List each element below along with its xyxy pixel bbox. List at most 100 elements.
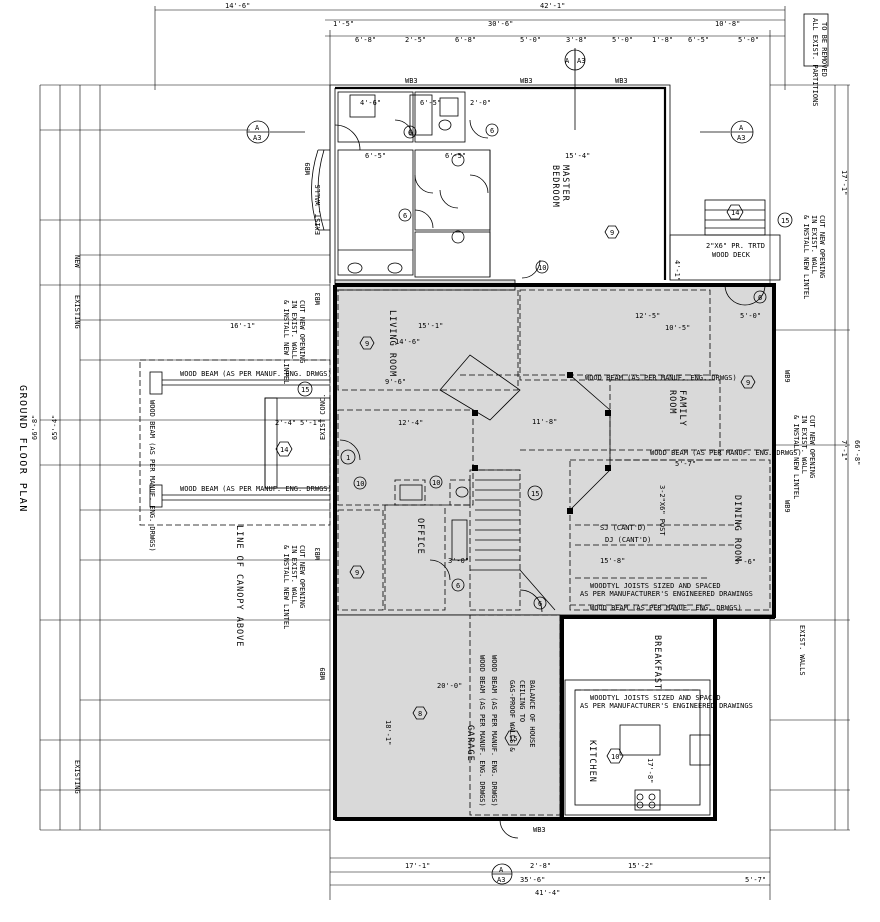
room-names: MASTER BEDROOM LIVING ROOM FAMILY ROOM D… <box>387 165 742 783</box>
marker-1-entry: 1 <box>346 454 350 462</box>
beam-label-breakfast: WOOD BEAM (AS PER MANUF. ENG. DRWGS) <box>590 604 742 612</box>
cut-note-c2: IN EXIST. WALL <box>810 215 818 274</box>
marker-6-wic: 6 <box>490 127 494 135</box>
room-breakfast: BREAKFAST <box>652 635 662 690</box>
dim-left-inner: 65'-4" <box>51 415 59 440</box>
dim-b2-2: 5'-7" <box>745 876 766 884</box>
tag-new: NEW <box>73 255 81 268</box>
marker-6-closet: 6 <box>403 212 407 220</box>
exterior-walls <box>311 84 776 821</box>
cut-note-b2: IN EXIST. WALL <box>290 545 298 604</box>
drawing-title: GROUND FLOOR PLAN <box>17 385 28 513</box>
detail-markers: 9 9 9 9 8 10 14 14 15 15 15 15 6 6 6 6 1… <box>275 123 793 764</box>
room-family-2: ROOM <box>667 390 677 414</box>
beams-and-posts: WOOD BEAM (AS PER MANUF. ENG. DRWGS) WOO… <box>460 372 802 807</box>
room-garage: GARAGE <box>465 725 475 762</box>
dim-top-2: 42'-1" <box>540 2 565 10</box>
marker-10-foyer: 10 <box>356 480 364 488</box>
wb3-left-1: WB3 <box>314 292 322 305</box>
section-right-letter: A <box>739 124 744 132</box>
cut-note-c1: CUT NEW OPENING <box>818 215 826 278</box>
dim-int-17: 5'-7" <box>675 460 696 468</box>
dim-int-4: 6'-5" <box>365 152 386 160</box>
fixtures <box>347 94 656 809</box>
wb3-top-3: WB3 <box>615 77 628 85</box>
cut-note-b3: & INSTALL NEW LINTEL <box>282 545 290 629</box>
marker-6-hall: 6 <box>456 582 460 590</box>
joists-label-1: WOODTYL JOISTS SIZED AND SPACED <box>590 582 721 590</box>
section-right-sheet: A3 <box>737 134 745 142</box>
cut-note-d1: CUT NEW OPENING <box>808 415 816 478</box>
wb9-bay: WB9 <box>304 162 312 175</box>
existing-new-tags: EXISTING NEW EXISTING <box>73 255 81 794</box>
marker-10-hall: 10 <box>538 264 546 272</box>
cut-note-b1: CUT NEW OPENING <box>298 545 306 608</box>
dim-b1-1: 17'-1" <box>405 862 430 870</box>
dim-r2-4: 5'-0" <box>520 36 541 44</box>
dim-int-7: 16'-1" <box>230 322 255 330</box>
marker-6-deck: 6 <box>758 294 762 302</box>
dim-int-3: 2'-0" <box>470 99 491 107</box>
dim-int-8: 15'-1" <box>418 322 443 330</box>
dim-int-22: 17'-8" <box>646 758 654 783</box>
dim-int-14: 11'-8" <box>532 418 557 426</box>
tag-existing: EXISTING <box>73 295 81 329</box>
dim-int-18: 5'-6" <box>735 558 756 566</box>
dim-int-23: 15'-8" <box>600 557 625 565</box>
wb9-left: WB9 <box>319 667 327 680</box>
section-top-sheet: A3 <box>577 57 585 65</box>
note-line-1: ALL EXIST. PARTITIONS <box>811 18 819 107</box>
cut-note-a1: CUT NEW OPENING <box>298 300 306 363</box>
section-left-sheet: A3 <box>253 134 261 142</box>
garage-beam-label-2: WOOD BEAM (AS PER MANUF. ENG. DRWGS) <box>490 655 498 807</box>
wb9-right-2: WB9 <box>783 500 791 513</box>
beam-label-family: WOOD BEAM (AS PER MANUF. ENG. DRWGS) <box>585 374 737 382</box>
deck-label-line2: WOOD DECK <box>712 251 751 259</box>
sj-label: SJ (CANT'D) <box>600 524 646 532</box>
room-family-1: FAMILY <box>677 390 687 427</box>
marker-15-deck: 15 <box>781 217 789 225</box>
dim-r1-1: 1'-5" <box>333 20 354 28</box>
room-dining: DINING ROOM <box>732 495 742 562</box>
dim-r2-8: 6'-5" <box>688 36 709 44</box>
dim-bottom-overall: 41'-4" <box>535 889 560 897</box>
canopy-beam-label-vert: WOOD BEAM (AS PER MANUF. ENG. DRWGS) <box>148 400 156 552</box>
dim-int-20: 20'-0" <box>437 682 462 690</box>
dim-int-9: 14'-6" <box>395 338 420 346</box>
canopy-beam-label-1: WOOD BEAM (AS PER MANUF. ENG. DRWGS) <box>180 370 332 378</box>
wb3-top-2: WB3 <box>520 77 533 85</box>
dimension-text: 14'-6" 42'-1" 1'-5" 30'-6" 10'-8" 6'-8" … <box>31 2 861 897</box>
cut-note-d2: IN EXIST. WALL <box>800 415 808 474</box>
dim-int-25: 5'-0" <box>740 312 761 320</box>
dim-left-overall: 66'-8" <box>31 415 39 440</box>
gas-proof-1: GAS-PROOF WALLS & <box>508 680 516 752</box>
dim-right-overall: 66'-8" <box>853 440 861 465</box>
section-marks: A A3 A A3 A A3 A A3 <box>246 48 754 885</box>
dim-int-13: 12'-4" <box>398 419 423 427</box>
dim-int-21: 18'-1" <box>384 720 392 745</box>
dim-int-24: 4'-1" <box>673 260 681 281</box>
wb3-top-1: WB3 <box>405 77 418 85</box>
marker-15-porch: 15 <box>301 386 309 394</box>
gas-proof-2: CEILING TO <box>518 680 526 722</box>
dim-int-10: 12'-5" <box>635 312 660 320</box>
dim-int-19: 3'-0" <box>448 557 469 565</box>
dim-int-5: 6'-5" <box>445 152 466 160</box>
dim-int-11: 10'-5" <box>665 324 690 332</box>
dim-right-inner-2: 7'-1" <box>840 440 848 461</box>
dim-int-6: 15'-4" <box>565 152 590 160</box>
kitchen-joists-2: AS PER MANUFACTURER'S ENGINEERED DRAWING… <box>580 702 753 710</box>
post-label: 3-2"X6" POST <box>658 485 666 536</box>
dim-b1-2: 2'-8" <box>530 862 551 870</box>
tag-existing-2: EXISTING <box>73 760 81 794</box>
interior-floor-fill <box>334 279 776 821</box>
marker-9-master: 9 <box>610 229 614 237</box>
front-porch: WOOD BEAM (AS PER MANUF. ENG. DRWGS) WOO… <box>139 359 332 647</box>
canopy-beam-label-2: WOOD BEAM (AS PER MANUF. ENG. DRWGS) <box>180 485 332 493</box>
marker-9-living: 9 <box>365 340 369 348</box>
dim-top-1: 14'-6" <box>225 2 250 10</box>
marker-14-deck: 14 <box>731 209 739 217</box>
wb3-bottom: WB3 <box>533 826 546 834</box>
marker-17-garage: 15 <box>509 735 517 743</box>
note-line-2: TO BE REMOVED <box>820 22 828 77</box>
